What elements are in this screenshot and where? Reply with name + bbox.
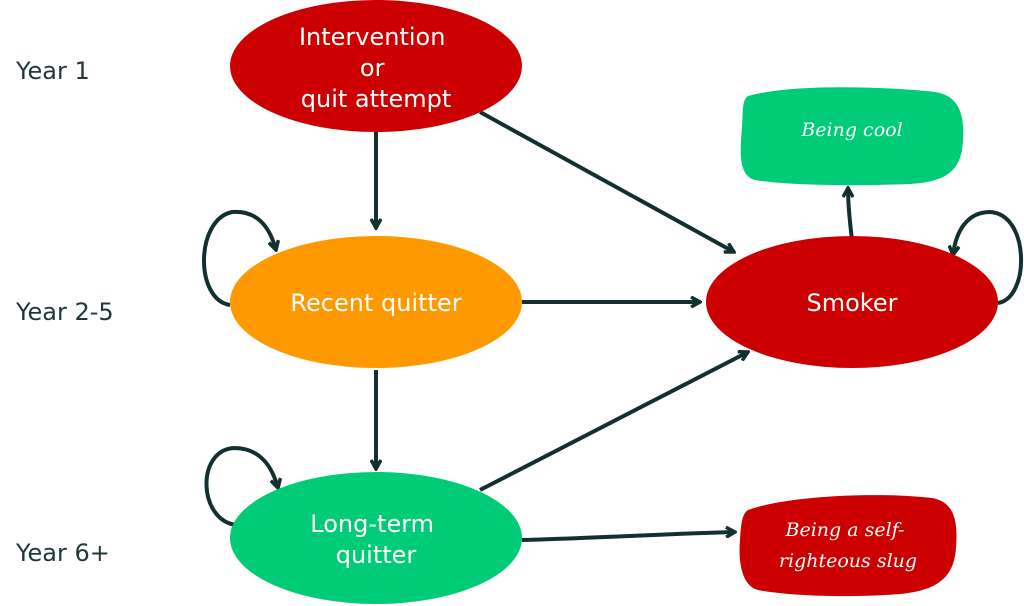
long-term-quitter-label-line2: quitter — [336, 541, 417, 569]
slug-label-line1: Being a self- — [785, 519, 905, 541]
year-1-label: Year 1 — [15, 57, 90, 85]
self-loop-recent — [202, 209, 276, 307]
svg-text:Being a self- righteous: Being a self- righteous slug — [779, 519, 917, 572]
intervention-label-line3: quit attempt — [301, 85, 451, 113]
node-intervention: Intervention or quit attempt — [230, 0, 522, 132]
self-loop-longterm — [204, 445, 278, 527]
intervention-label-line1: Intervention — [299, 23, 445, 51]
year-2-5-label: Year 2-5 — [15, 298, 114, 326]
svg-text:Being cool: Being cool — [800, 119, 902, 141]
node-smoker: Smoker — [706, 236, 998, 368]
node-long-term-quitter: Long-term quitter — [230, 472, 522, 604]
svg-text:Intervention or qu: Intervention or quit attempt — [299, 23, 453, 113]
node-recent-quitter: Recent quitter — [230, 236, 522, 368]
year-6-plus-label: Year 6+ — [15, 539, 110, 567]
node-being-cool: Being cool — [740, 87, 964, 186]
recent-quitter-label: Recent quitter — [290, 289, 461, 317]
svg-text:Long-term quitter: Long-term quitter — [310, 510, 441, 569]
edge-longterm-to-smoker — [479, 352, 748, 492]
intervention-label-line2: or — [360, 54, 385, 82]
edge-longterm-to-slug — [521, 532, 735, 542]
smoker-label: Smoker — [807, 289, 898, 317]
svg-text:Smoker: Smoker — [807, 289, 898, 317]
long-term-quitter-label-line1: Long-term — [310, 510, 434, 538]
node-self-righteous-slug: Being a self- righteous slug — [739, 495, 957, 597]
being-cool-label: Being cool — [800, 119, 902, 141]
self-loop-smoker — [953, 209, 1024, 305]
svg-text:Recent quitter: Recent quitter — [290, 289, 461, 317]
edge-smoker-to-cool — [848, 188, 852, 241]
slug-label-line2: righteous slug — [779, 550, 917, 572]
edge-intervention-to-smoker — [479, 110, 734, 252]
